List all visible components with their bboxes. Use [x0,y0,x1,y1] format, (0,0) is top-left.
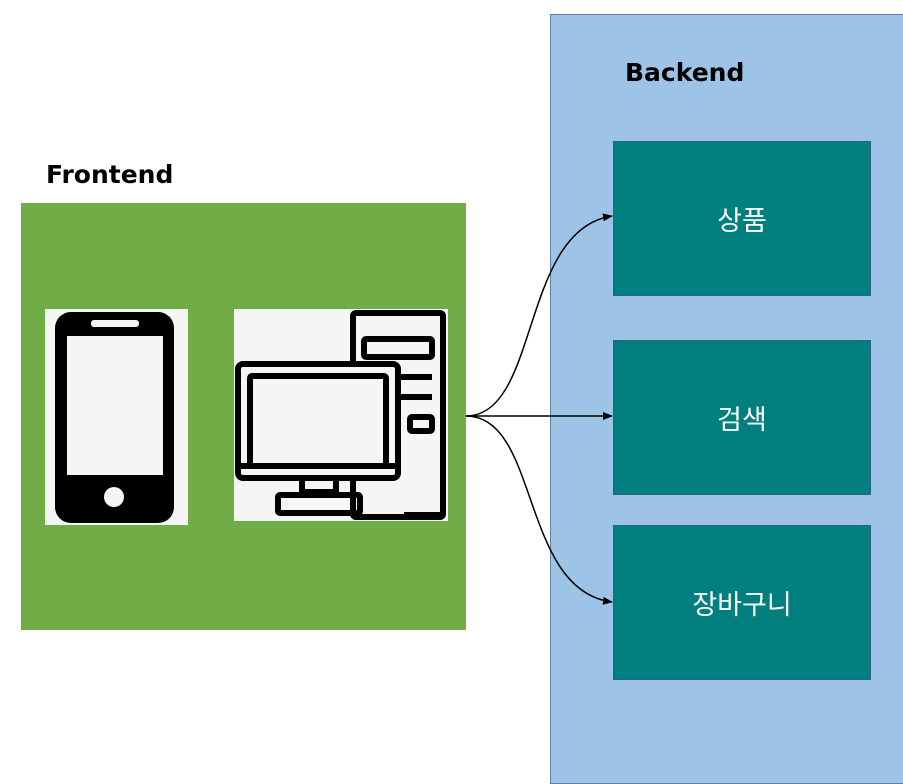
desktop-computer-icon [234,309,448,521]
backend-label: Backend [625,58,745,87]
product-service-box: 상품 [613,141,871,296]
frontend-label: Frontend [46,160,174,189]
product-service-label: 상품 [717,206,767,237]
cart-service-label: 장바구니 [692,590,792,621]
arrow-to-cart [465,415,613,605]
search-service-box: 검색 [613,340,871,495]
arrow-to-product [465,213,613,417]
cart-service-box: 장바구니 [613,525,871,680]
phone-icon [45,309,188,525]
search-service-label: 검색 [717,405,767,436]
